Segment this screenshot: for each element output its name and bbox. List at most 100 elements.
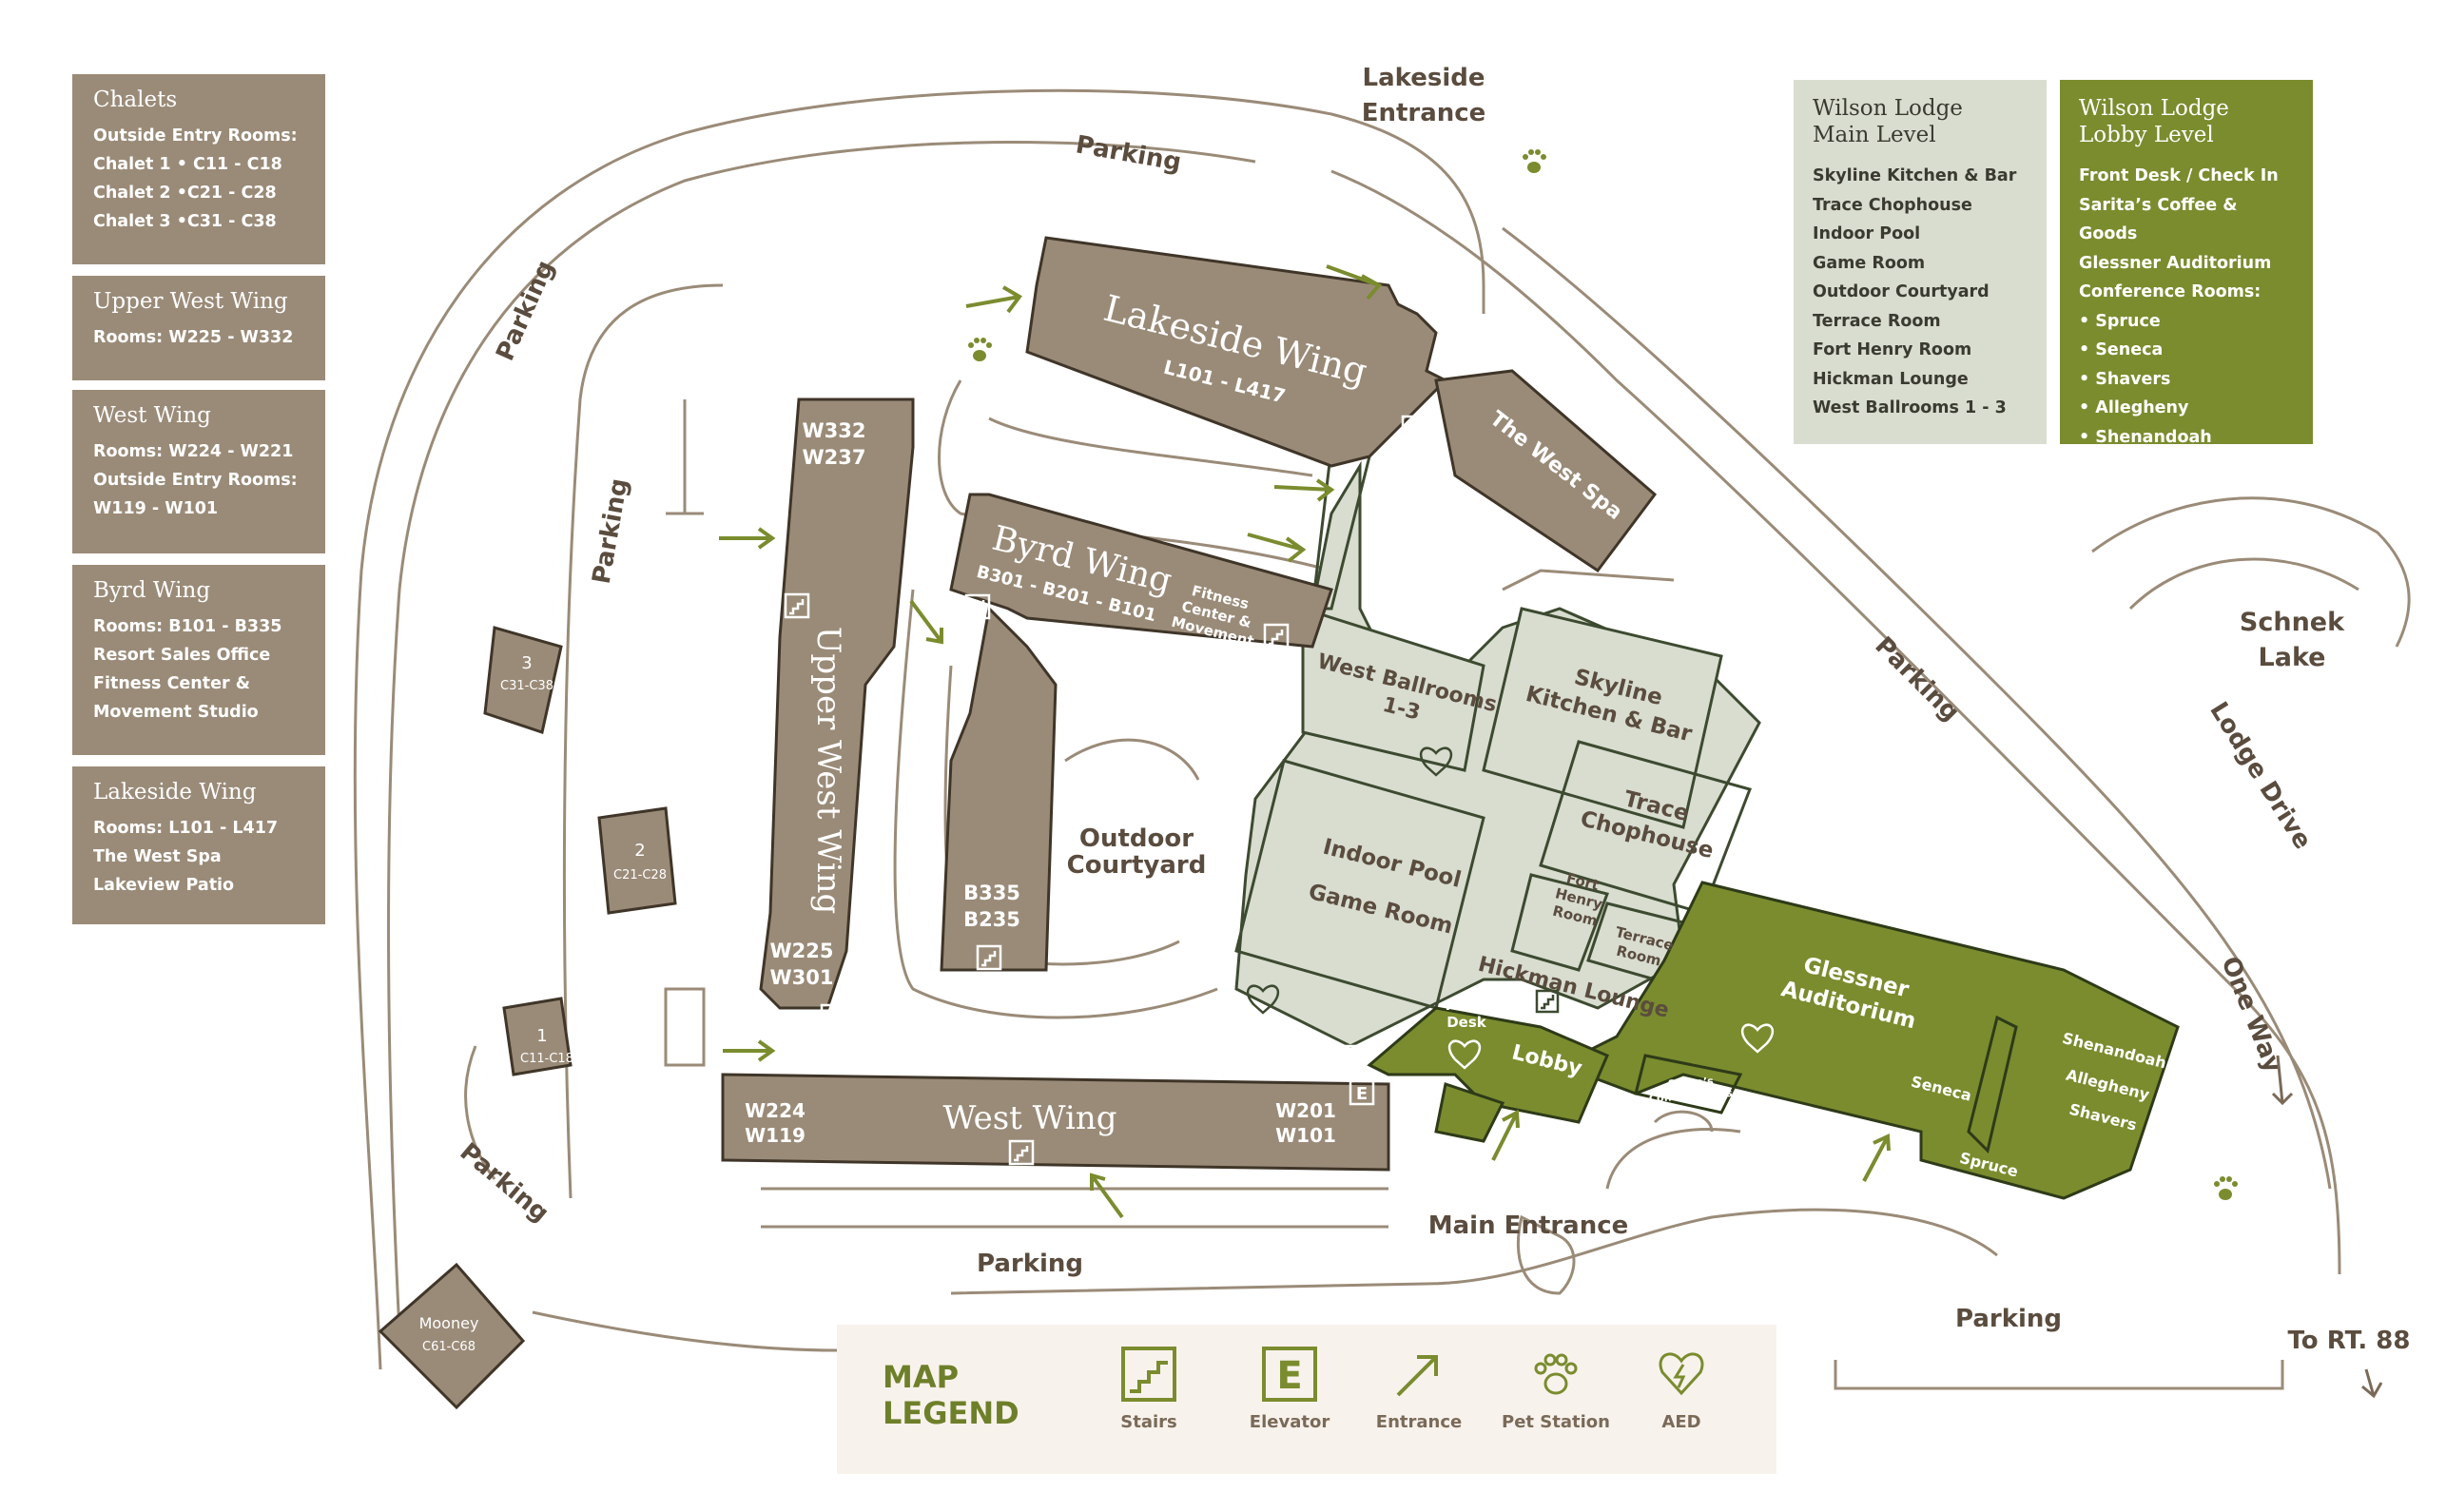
entrance-arrow-icon [1326, 264, 1383, 300]
entrance-arrow-icon [1273, 478, 1335, 502]
stairs-icon [964, 593, 991, 620]
card-title: Byrd Wing [93, 578, 211, 603]
stairs-icon [1401, 415, 1427, 441]
elevator-icon: E [1262, 1347, 1317, 1402]
pet-station-icon [1523, 149, 1546, 173]
card-row: Rooms: L101 - L417 [93, 819, 279, 838]
lakeside-entrance-label-2: Entrance [1362, 99, 1486, 127]
outdoor-courtyard-label-2: Courtyard [1067, 851, 1207, 880]
chalets-card: Chalets Outside Entry Rooms: Chalet 1 • … [72, 74, 325, 264]
aed-icon [1659, 1352, 1704, 1396]
card-title: West Wing [93, 403, 211, 428]
panel-item: Game Room [1813, 253, 1926, 273]
entrance-arrow-icon [723, 1039, 776, 1062]
aed-icon [1247, 984, 1279, 1015]
entrance-arrow-icon [965, 285, 1022, 314]
card-row: Movement Studio [93, 703, 259, 722]
main-entrance-label: Main Entrance [1428, 1212, 1629, 1240]
uw-top-rooms-2: W237 [803, 446, 866, 469]
parking-label-bottom: Parking [977, 1250, 1083, 1278]
parking-label-top: Parking [1074, 130, 1184, 177]
aed-icon [1420, 746, 1452, 777]
card-row: Chalet 1 • C11 - C18 [93, 155, 282, 174]
legend-label: Pet Station [1502, 1412, 1610, 1432]
panel-item: • Shenandoah [2079, 427, 2212, 447]
legend-entrance: Entrance [1352, 1346, 1485, 1432]
card-row: Lakeview Patio [93, 876, 235, 895]
parking-label-bottom-right: Parking [1955, 1305, 2062, 1333]
ww-right-rooms: W201 [1275, 1099, 1336, 1122]
saritas-label-2: Coffe & Goods [1648, 1087, 1733, 1105]
upper-west-wing-card: Upper West Wing Rooms: W225 - W332 [72, 276, 325, 380]
ww-right-rooms-2: W101 [1275, 1124, 1336, 1147]
panel-title-line: Wilson Lodge [1813, 96, 1963, 121]
west-wing-card: West Wing Rooms: W224 - W221 Outside Ent… [72, 390, 325, 553]
mooney-chalet-name: Mooney [419, 1314, 479, 1332]
panel-item: West Ballrooms 1 - 3 [1813, 398, 2007, 417]
chalet-1-rooms: C11-C18 [520, 1052, 573, 1066]
panel-item: Outdoor Courtyard [1813, 282, 1990, 301]
front-desk-label: Front [1446, 997, 1488, 1014]
entrance-arrow-icon [909, 599, 943, 645]
stairs-icon [1330, 1044, 1357, 1071]
chalet-2-number: 2 [634, 841, 645, 861]
panel-item: Trace Chophouse [1813, 195, 1972, 215]
mooney-chalet-rooms: C61-C68 [422, 1340, 476, 1354]
elevator-glyph: E [1259, 654, 1271, 674]
legend-elevator: E Elevator [1223, 1346, 1356, 1432]
road-network [353, 88, 2411, 1390]
card-row: Outside Entry Rooms: [93, 471, 298, 490]
card-title: Lakeside Wing [93, 780, 257, 804]
west-wing-label: West Wing [942, 1099, 1116, 1137]
elevator-glyph: E [1397, 446, 1408, 466]
panel-item: Indoor Pool [1813, 224, 1921, 243]
panel-title-line: Lobby Level [2079, 123, 2214, 147]
direction-arrow-icon [2271, 1055, 2294, 1106]
uw-top-rooms: W332 [803, 419, 866, 442]
direction-arrow-icon [2361, 1368, 2383, 1399]
card-row: Chalet 3 •C31 - C38 [93, 212, 277, 231]
card-row: Fitness Center & [93, 674, 250, 693]
panel-item: • Seneca [2079, 340, 2164, 359]
pet-station-icon [968, 338, 992, 361]
byrd-wing-card: Byrd Wing Rooms: B101 - B335 Resort Sale… [72, 565, 325, 755]
lakeside-entrance-label: Lakeside [1363, 64, 1485, 92]
card-row: Rooms: W225 - W332 [93, 328, 294, 347]
pet-station-icon [1534, 1353, 1578, 1395]
to-rt88-label: To RT. 88 [2288, 1327, 2411, 1355]
main-level-area [1234, 460, 1761, 1048]
front-desk-label-2: Desk [1446, 1014, 1487, 1031]
panel-item: Terrace Room [1813, 311, 1941, 331]
stairs-icon [1008, 1139, 1035, 1166]
elevator-icon [1349, 1079, 1375, 1106]
panel-item: Hickman Lounge [1813, 369, 1969, 389]
panel-item: Conference Rooms: [2079, 282, 2262, 301]
elevator-glyph: E [1356, 1084, 1368, 1104]
chalet-1-number: 1 [536, 1026, 547, 1046]
panel-item: Fort Henry Room [1813, 340, 1972, 359]
elevator-icon [1252, 649, 1278, 676]
lobby-level-area [1367, 881, 2180, 1200]
entrance-arrow-icon [1396, 1355, 1438, 1397]
lodge-drive-label: Lodge Drive [2203, 697, 2317, 854]
parking-label-left-top: Parking [491, 256, 560, 365]
card-title: Upper West Wing [93, 289, 288, 314]
guest-wings [378, 236, 1658, 1410]
stairs-icon [1121, 1347, 1176, 1402]
aed-icon [1448, 1039, 1481, 1070]
upper-west-wing-label: Upper West Wing [809, 627, 847, 914]
legend-label: Entrance [1375, 1412, 1463, 1432]
lakeside-wing-card: Lakeside Wing Rooms: L101 - L417 The Wes… [72, 766, 325, 924]
parking-label-left-bottom: Parking [455, 1137, 554, 1228]
stairs-icon [1535, 989, 1560, 1014]
legend-pet-station: Pet Station [1489, 1346, 1622, 1432]
panel-item: Front Desk / Check In [2079, 166, 2279, 185]
entrance-arrow-icon [1862, 1133, 1891, 1182]
parking-label-left: Parking [588, 476, 634, 587]
